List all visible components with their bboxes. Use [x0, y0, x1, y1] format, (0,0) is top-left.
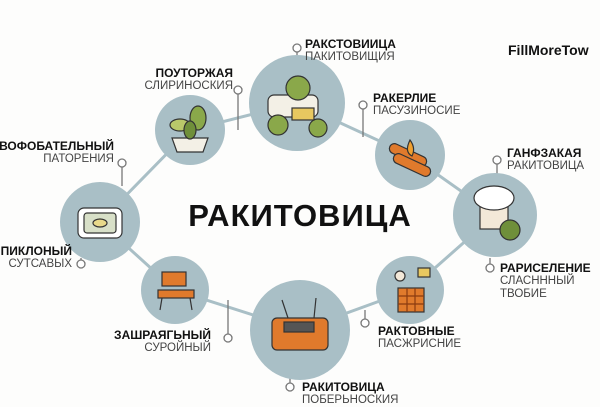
label-title: ГАНФЗАКАЯ — [507, 146, 582, 160]
label-title: ВОФОБАТЕЛЬНЫЙ — [0, 139, 114, 153]
label-subtitle: СЛАСНННЫЙ — [500, 275, 575, 287]
label-title: ЗАШРАЯГЬНЫЙ — [114, 328, 211, 342]
tray-icon — [77, 207, 123, 239]
label-subtitle: ПАКИТОВИЩИЯ — [305, 51, 395, 63]
plant-pot-icon — [169, 105, 209, 153]
label-title: РАКИТОВИЦА — [302, 380, 385, 394]
crate-icon — [394, 267, 431, 313]
label-subtitle: РАКИТОВИЦА — [507, 160, 585, 172]
orange-machine-icon — [271, 297, 329, 351]
label-subtitle: СУТСАВЫХ — [8, 258, 73, 270]
chair-machine-icon — [157, 271, 195, 311]
label-subtitle: ПОБЕРЬНОСКИЯ — [302, 394, 399, 406]
label-title: ПОУТОРЖАЯ — [155, 66, 233, 80]
label-subtitle: ПАСЖРИСНИЕ — [378, 338, 462, 350]
label-title: РАКСТОВИИЦА — [305, 37, 396, 51]
diagram-title: РАКИТОВИЦА — [188, 198, 412, 233]
label-title: РАКТОВНЫЕ — [378, 324, 455, 338]
label-pins — [76, 43, 502, 392]
label-subtitle: ПАТОРЕНИЯ — [43, 153, 114, 165]
label-title: РАРИСЕЛЕНИЕ — [500, 261, 591, 275]
tractor-icon — [267, 75, 328, 138]
brand-logo-text: FillMoreTow — [508, 42, 589, 58]
label-subtitle: СУРОЙНЫЙ — [144, 342, 211, 354]
label-subtitle: ТВОБИЕ — [500, 288, 547, 300]
label-title: ПИКЛОНЫЙ — [0, 244, 72, 258]
label-subtitle: ПАСУЗИНОСИЕ — [373, 105, 461, 117]
label-subtitle: СЛИРИНОСКИЯ — [144, 80, 234, 92]
label-title: РАКЕРЛИЕ — [373, 91, 437, 105]
logs-fire-icon — [388, 138, 432, 177]
cloud-box-icon — [473, 185, 521, 241]
